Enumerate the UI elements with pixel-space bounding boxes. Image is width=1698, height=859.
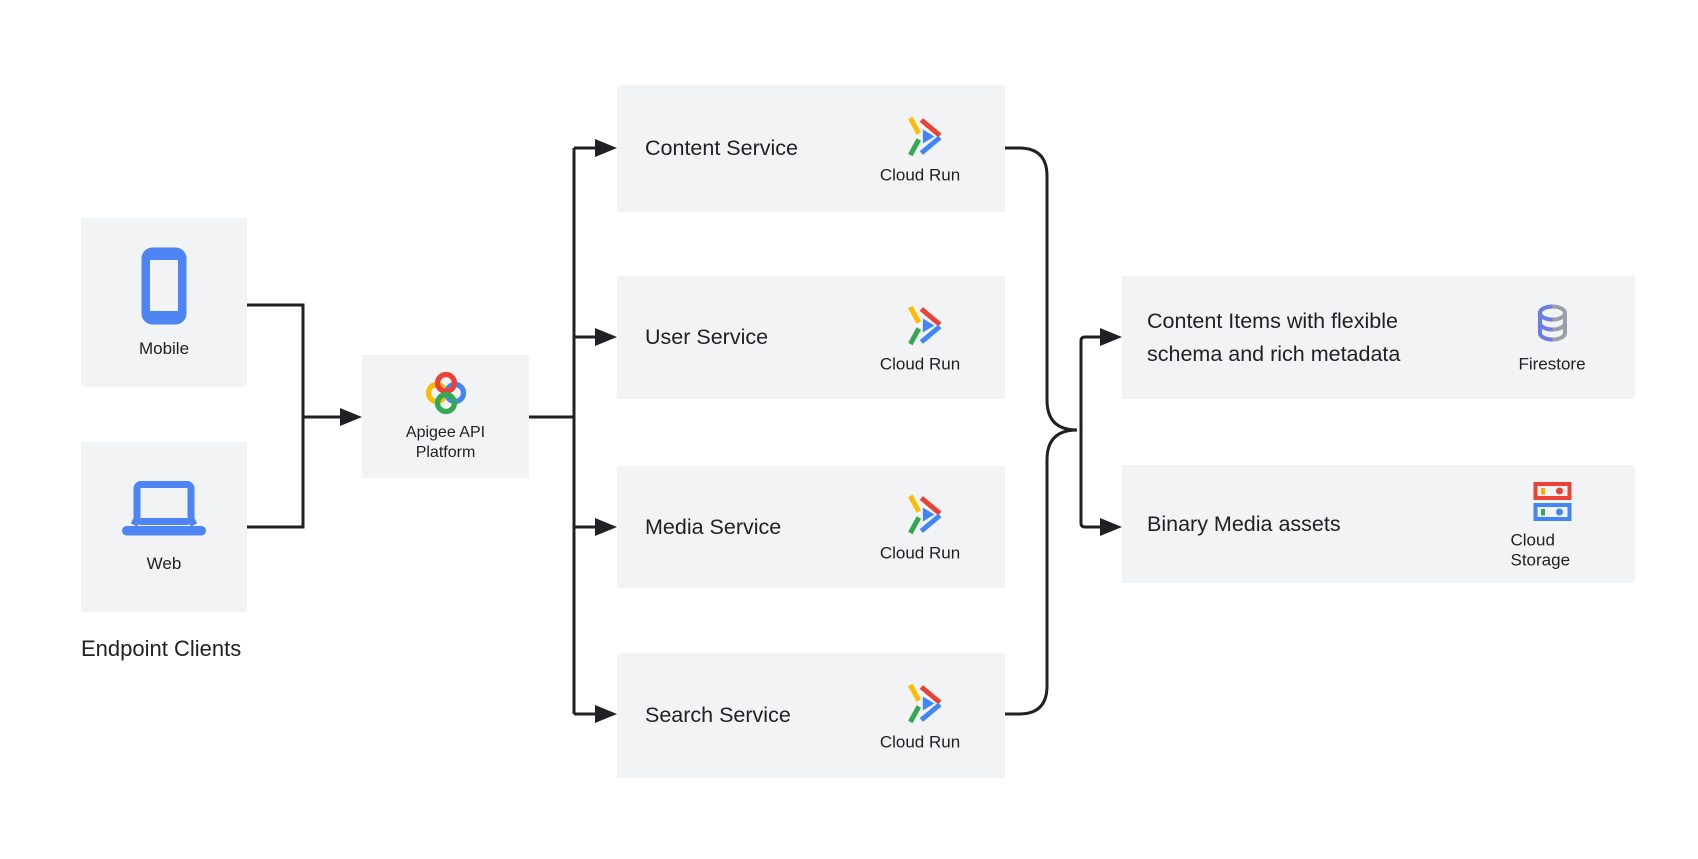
datastore-description: Binary Media assets — [1147, 508, 1341, 541]
service-name: Media Service — [645, 514, 782, 539]
gateway-to-services-connector — [529, 146, 597, 716]
cloud-run-product: Cloud Run — [880, 112, 960, 185]
arrowhead-icon — [340, 408, 362, 426]
cloud-run-product: Cloud Run — [880, 491, 960, 564]
firestore-product: Firestore — [1518, 301, 1586, 374]
gateway-label-line1: Apigee API — [405, 424, 486, 441]
service-name: Content Service — [645, 136, 798, 160]
product-label: Firestore — [1518, 354, 1586, 373]
services-brace-top — [1005, 146, 1078, 432]
client-box-mobile: Mobile — [81, 218, 247, 387]
service-box-media: Media Service Cloud Run — [617, 466, 1005, 588]
client-label: Web — [146, 553, 182, 573]
clients-group-label: Endpoint Clients — [81, 636, 242, 661]
service-box-content: Content Service Cloud Run — [617, 85, 1005, 212]
arrowhead-icon — [595, 139, 617, 157]
service-name: User Service — [645, 325, 769, 349]
datastore-box-cloud-storage: Binary Media assets Cloud Storage — [1122, 465, 1635, 583]
datastore-box-firestore: Content Items with flexible schema and r… — [1122, 276, 1635, 399]
service-box-search: Search Service Cloud Run — [617, 653, 1005, 778]
arrowhead-icon — [1100, 518, 1122, 536]
apigee-icon — [425, 371, 466, 415]
mobile-icon — [141, 247, 187, 325]
datastore-description: Content Items with flexible schema and r… — [1147, 305, 1400, 371]
clients-merge-connector — [247, 303, 305, 529]
gateway-box-apigee: Apigee API Platform — [362, 355, 529, 478]
product-label: Cloud Storage — [1510, 530, 1571, 570]
datastore-description-line2: schema and rich metadata — [1147, 341, 1401, 366]
laptop-icon — [122, 480, 206, 535]
product-label: Cloud Run — [879, 354, 961, 373]
product-label: Cloud Run — [879, 165, 961, 184]
arrowhead-icon — [595, 518, 617, 536]
services-brace-bottom — [1005, 428, 1078, 716]
brace-to-datastores-stem — [1079, 335, 1102, 529]
arrowhead-icon — [595, 705, 617, 723]
service-box-user: User Service Cloud Run — [617, 276, 1005, 399]
cloud-run-icon — [908, 305, 942, 345]
client-box-web: Web — [81, 442, 247, 612]
cloud-storage-product: Cloud Storage — [1511, 478, 1594, 571]
arrowhead-icon — [595, 328, 617, 346]
arrowhead-icon — [1100, 328, 1122, 346]
cloud-run-icon — [908, 494, 942, 535]
firestore-icon — [1537, 304, 1567, 341]
datastore-description-line1: Content Items with flexible — [1147, 308, 1398, 333]
datastore-description-line1: Binary Media assets — [1147, 511, 1341, 536]
cloud-run-icon — [908, 116, 942, 156]
gateway-label-line2: Platform — [415, 444, 476, 461]
cloud-run-icon — [908, 683, 942, 723]
gateway-label: Apigee API Platform — [406, 423, 485, 463]
product-label: Cloud Run — [879, 732, 961, 751]
service-name: Search Service — [645, 703, 791, 727]
client-label: Mobile — [138, 339, 190, 358]
product-label: Cloud Run — [879, 543, 961, 563]
cloud-storage-icon — [1533, 482, 1571, 521]
cloud-run-product: Cloud Run — [880, 679, 960, 752]
cloud-run-product: Cloud Run — [880, 301, 960, 374]
